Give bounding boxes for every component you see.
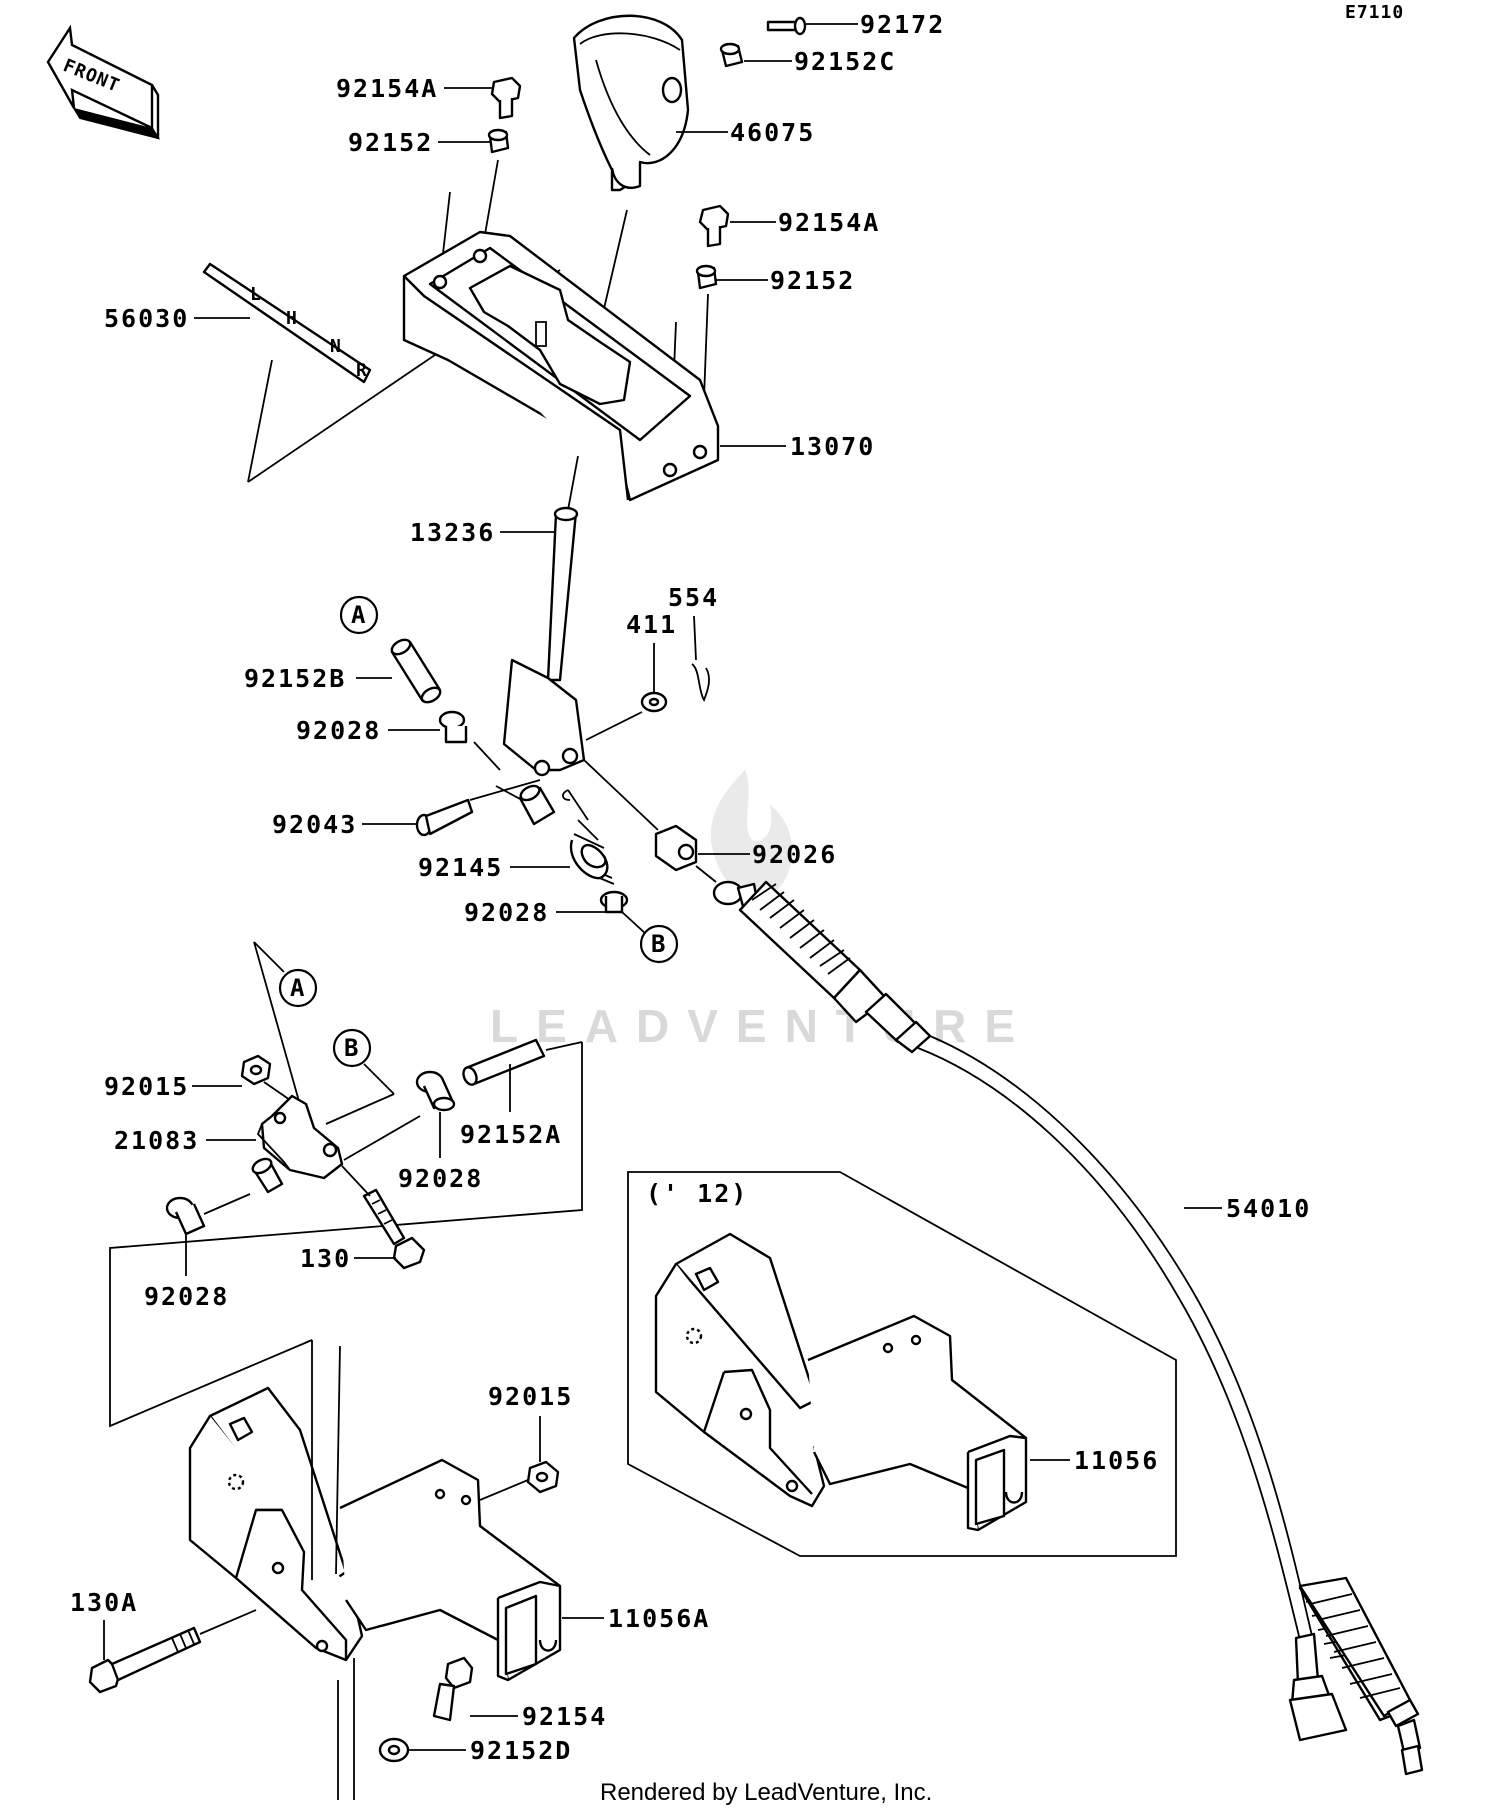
- year-note: (' 12): [646, 1179, 748, 1208]
- bolt-92154a-right: [698, 204, 730, 248]
- mount-bracket-11056: [654, 1232, 1028, 1532]
- label-11056a: 11056A: [608, 1604, 710, 1633]
- label-92154a-top: 92154A: [336, 74, 438, 103]
- svg-text:H: H: [286, 308, 298, 329]
- collar-92152-right: [695, 264, 718, 290]
- svg-text:A: A: [290, 974, 305, 1002]
- collar-92152c: [719, 42, 744, 68]
- front-arrow-icon: FRONT: [46, 24, 161, 140]
- label-92152b: 92152B: [244, 664, 346, 693]
- label-92152d: 92152D: [470, 1736, 572, 1765]
- label-92152c: 92152C: [794, 47, 896, 76]
- label-56030: 56030: [104, 304, 189, 333]
- footer-text: Rendered by LeadVenture, Inc.: [600, 1779, 932, 1806]
- label-92172: 92172: [860, 10, 945, 39]
- watermark-flame-icon: [710, 770, 793, 897]
- label-54010: 54010: [1226, 1194, 1311, 1223]
- svg-text:B: B: [651, 930, 665, 958]
- label-92028-b: 92028: [464, 898, 549, 927]
- label-46075: 46075: [730, 118, 815, 147]
- screw-92172: [766, 16, 807, 36]
- sleeve-92152a: [462, 1038, 546, 1086]
- sleeve-92152b: [390, 638, 442, 704]
- bushing-92028-d: [165, 1196, 206, 1236]
- bracket-21083: [256, 1094, 344, 1180]
- inset-frame: [627, 1171, 1177, 1557]
- shift-knob-46075: [572, 14, 690, 192]
- label-13236: 13236: [410, 518, 495, 547]
- bolt-92154a-top: [490, 76, 522, 120]
- label-11056: 11056: [1074, 1446, 1159, 1475]
- bushing-92028-b: [599, 890, 629, 914]
- callout-a-top: A: [339, 595, 379, 635]
- bolt-92154: [432, 1656, 474, 1722]
- callout-b-lower: B: [332, 1028, 372, 1068]
- svg-text:B: B: [344, 1034, 358, 1062]
- mount-bracket-11056a: [188, 1386, 562, 1682]
- callout-b-mid: B: [639, 924, 679, 964]
- bolt-130: [362, 1188, 426, 1270]
- cable-lower-boot: [1298, 1576, 1424, 1776]
- label-92015-top: 92015: [104, 1072, 189, 1101]
- label-92152-right: 92152: [770, 266, 855, 295]
- bushing-92028-c: [415, 1070, 456, 1112]
- sleeve-bracket: [251, 1157, 284, 1194]
- label-92028-d: 92028: [144, 1282, 229, 1311]
- label-21083: 21083: [114, 1126, 199, 1155]
- label-130: 130: [300, 1244, 351, 1273]
- nut-92015-bottom: [526, 1460, 560, 1494]
- svg-text:A: A: [351, 601, 366, 629]
- cable-end-92026: [654, 824, 698, 872]
- label-92026: 92026: [752, 840, 837, 869]
- callout-a-lower: A: [278, 968, 318, 1008]
- indicator-plate-56030: L H N R: [202, 262, 372, 384]
- svg-text:R: R: [356, 360, 368, 381]
- pin-92043: [415, 798, 474, 837]
- washer-411: [640, 691, 668, 713]
- label-92152-top: 92152: [348, 128, 433, 157]
- spring-92145: [562, 789, 615, 885]
- shift-lever-13236: [502, 506, 586, 777]
- nut-92015-top: [240, 1054, 272, 1086]
- label-92154a-right: 92154A: [778, 208, 880, 237]
- label-92152a: 92152A: [460, 1120, 562, 1149]
- bolt-130a: [88, 1626, 202, 1694]
- label-13070: 13070: [790, 432, 875, 461]
- label-92015-bottom: 92015: [488, 1382, 573, 1411]
- spacer-sleeve: [518, 784, 556, 826]
- diagram-code: E7110: [1345, 2, 1404, 23]
- label-92154: 92154: [522, 1702, 607, 1731]
- svg-text:L: L: [250, 284, 262, 305]
- clip-554: [691, 663, 710, 703]
- label-92043: 92043: [272, 810, 357, 839]
- label-92028-c: 92028: [398, 1164, 483, 1193]
- label-92028-a: 92028: [296, 716, 381, 745]
- collar-92152-top: [487, 128, 510, 154]
- label-411: 411: [626, 610, 677, 639]
- shifter-housing-13070: [402, 230, 720, 502]
- label-130a: 130A: [70, 1588, 138, 1617]
- bushing-92028-a: [438, 710, 468, 744]
- label-92145: 92145: [418, 853, 503, 882]
- label-554: 554: [668, 583, 719, 612]
- svg-text:N: N: [330, 336, 342, 357]
- washer-92152d: [378, 1737, 410, 1763]
